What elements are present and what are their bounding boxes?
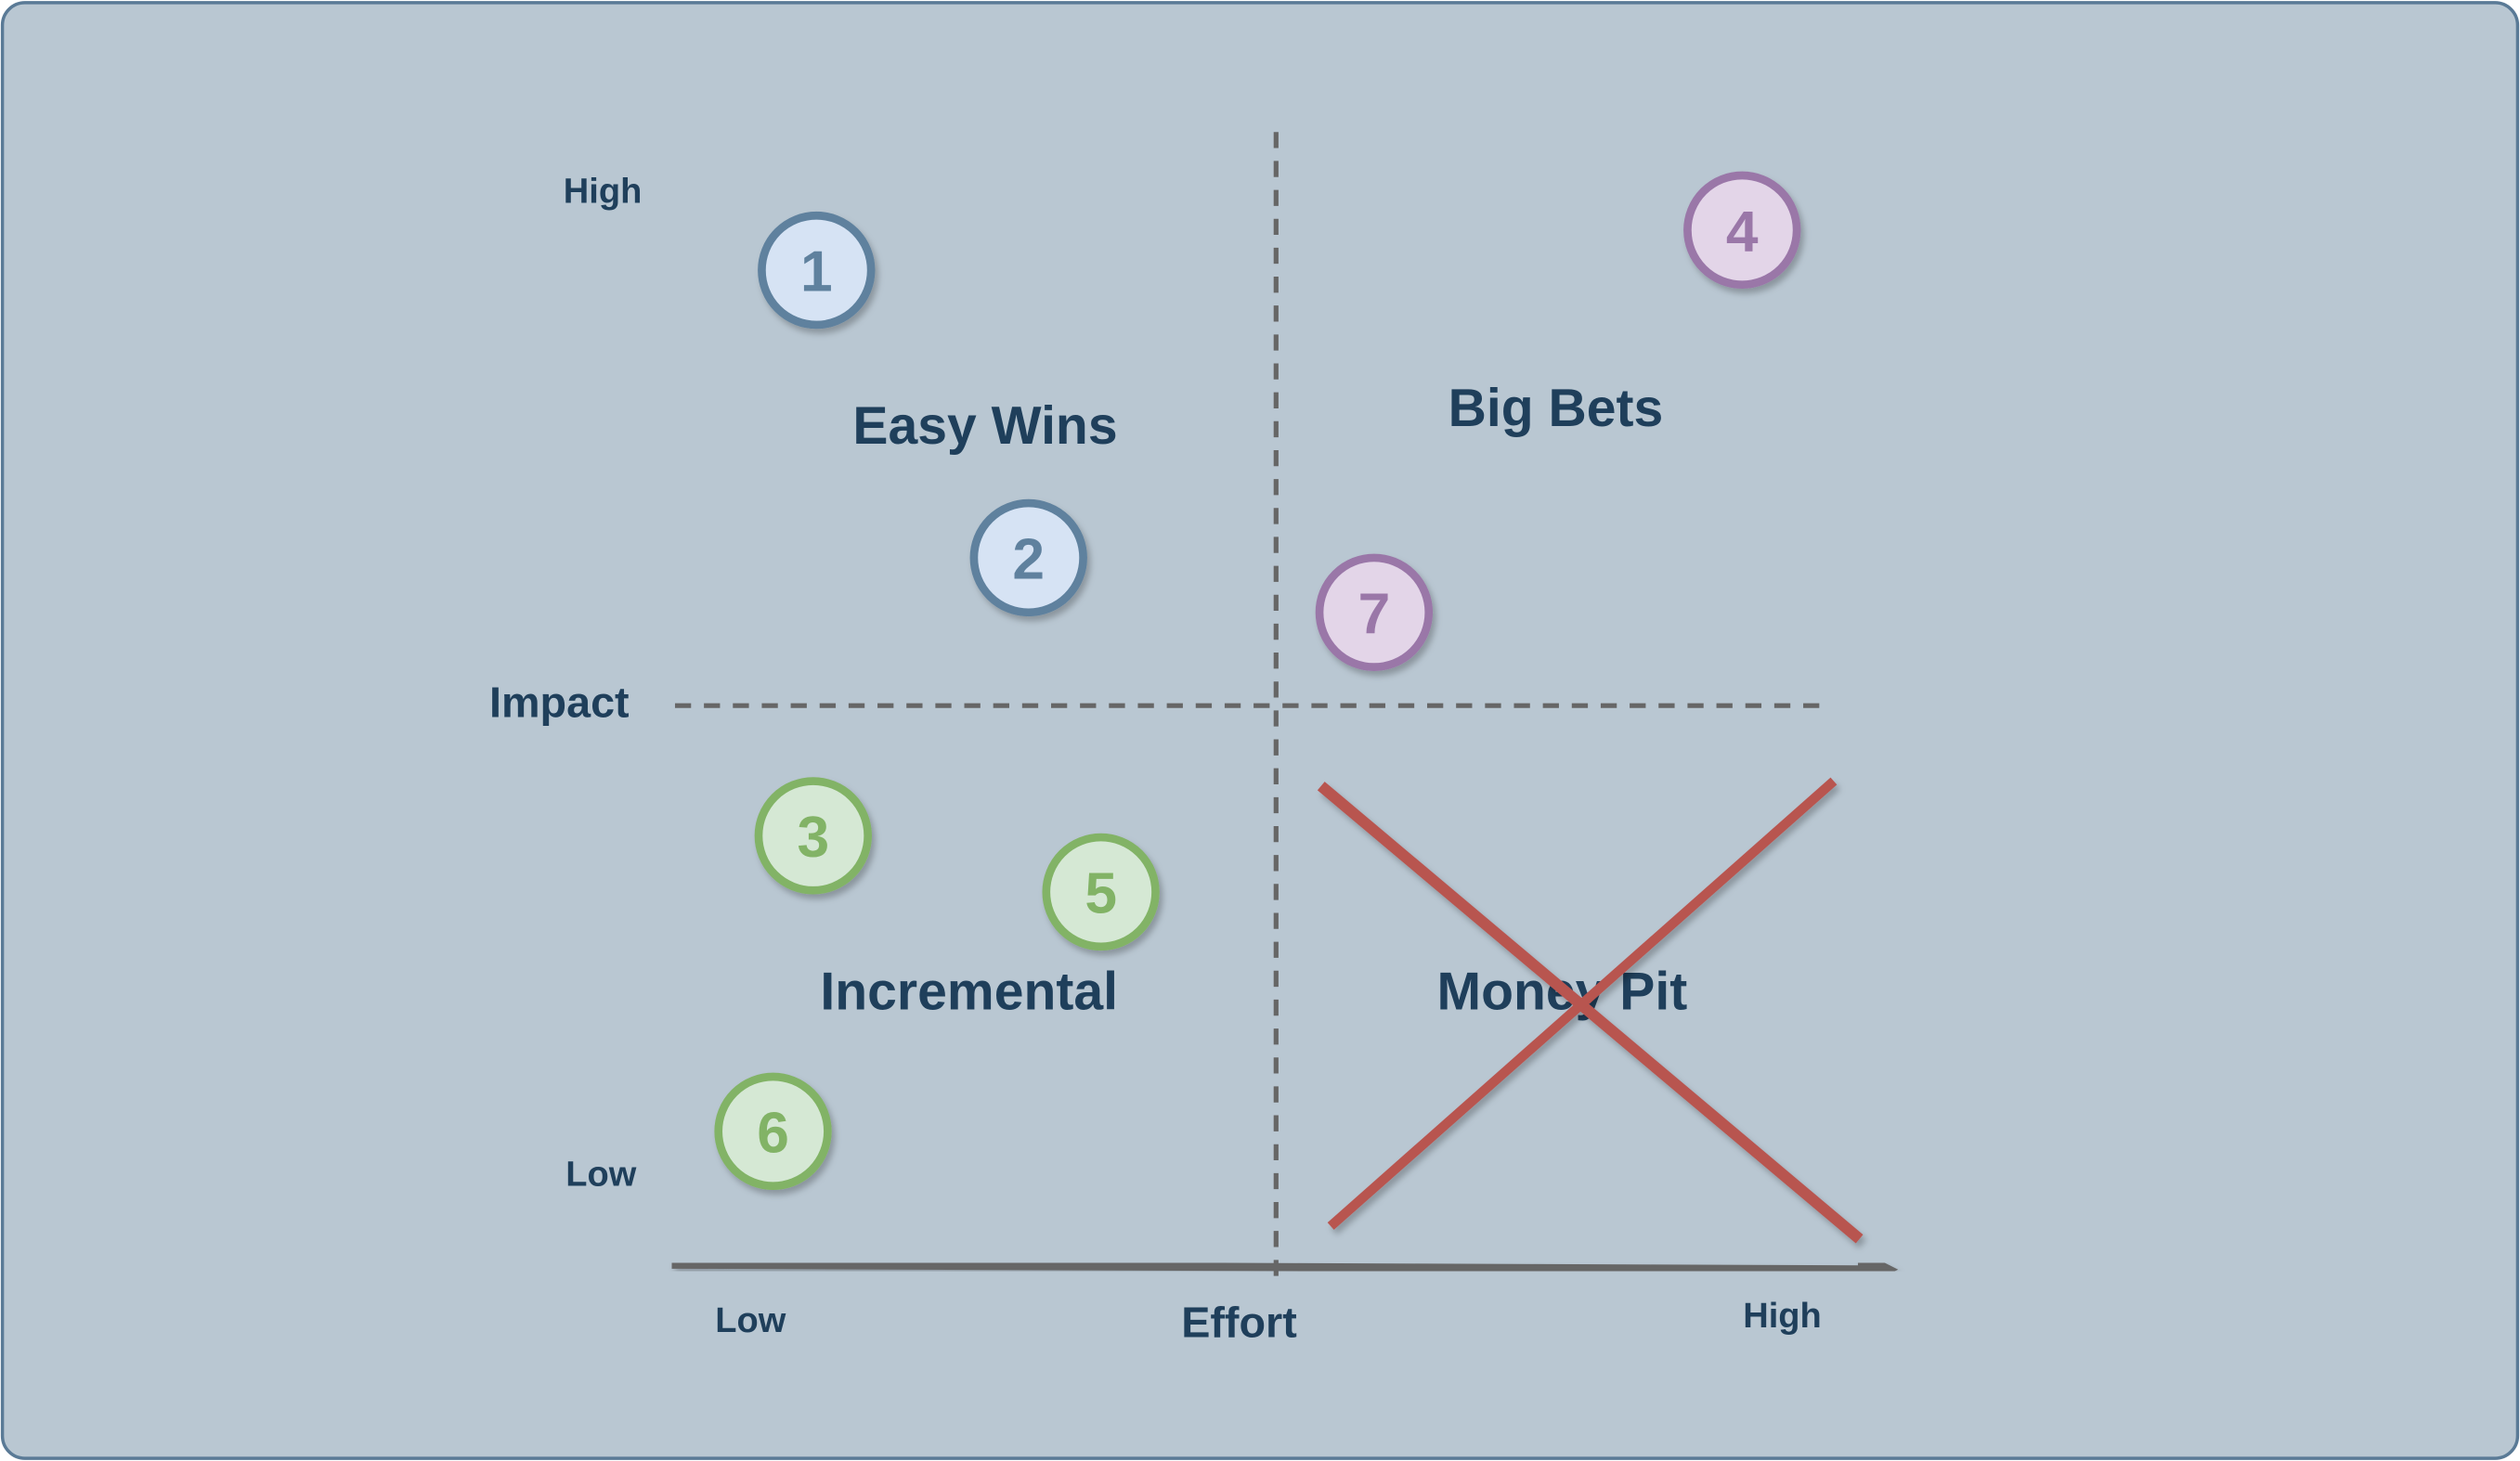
cross-out-icon xyxy=(1317,777,1864,1244)
item-circle xyxy=(758,211,876,330)
item-circle xyxy=(1315,553,1434,671)
item-bubble-6: 6 xyxy=(714,1072,832,1191)
y-low-label: Low xyxy=(565,1156,637,1195)
item-bubble-1: 1 xyxy=(758,211,876,330)
item-number: 6 xyxy=(757,1101,789,1165)
y-axis-title: Impact xyxy=(489,678,630,726)
x-axis xyxy=(671,1248,1899,1290)
quadrant-big-bets: Big Bets xyxy=(1448,379,1664,438)
item-circle xyxy=(1683,171,1801,290)
item-circle xyxy=(754,777,872,895)
item-number: 7 xyxy=(1358,582,1391,646)
item-number: 5 xyxy=(1085,861,1117,925)
item-circle xyxy=(1042,833,1160,951)
item-bubble-4: 4 xyxy=(1683,171,1801,290)
item-number: 3 xyxy=(797,806,829,870)
item-number: 2 xyxy=(1012,527,1045,591)
item-number: 4 xyxy=(1726,200,1759,264)
item-bubble-2: 2 xyxy=(969,498,1087,617)
item-circle xyxy=(714,1072,832,1191)
item-bubble-5: 5 xyxy=(1042,833,1160,951)
y-high-label: High xyxy=(564,172,643,211)
quadrant-easy-wins: Easy Wins xyxy=(852,396,1117,456)
item-bubble-7: 7 xyxy=(1315,553,1434,671)
item-circle xyxy=(969,498,1087,617)
x-axis-title: Effort xyxy=(1181,1298,1297,1346)
quadrant-incremental: Incremental xyxy=(820,962,1118,1021)
item-number: 1 xyxy=(800,240,833,304)
item-bubble-3: 3 xyxy=(754,777,872,895)
items-layer: 1 2 3 4 5 6 7 xyxy=(714,171,1801,1191)
x-low-label: Low xyxy=(715,1301,786,1340)
x-high-label: High xyxy=(1743,1297,1822,1336)
